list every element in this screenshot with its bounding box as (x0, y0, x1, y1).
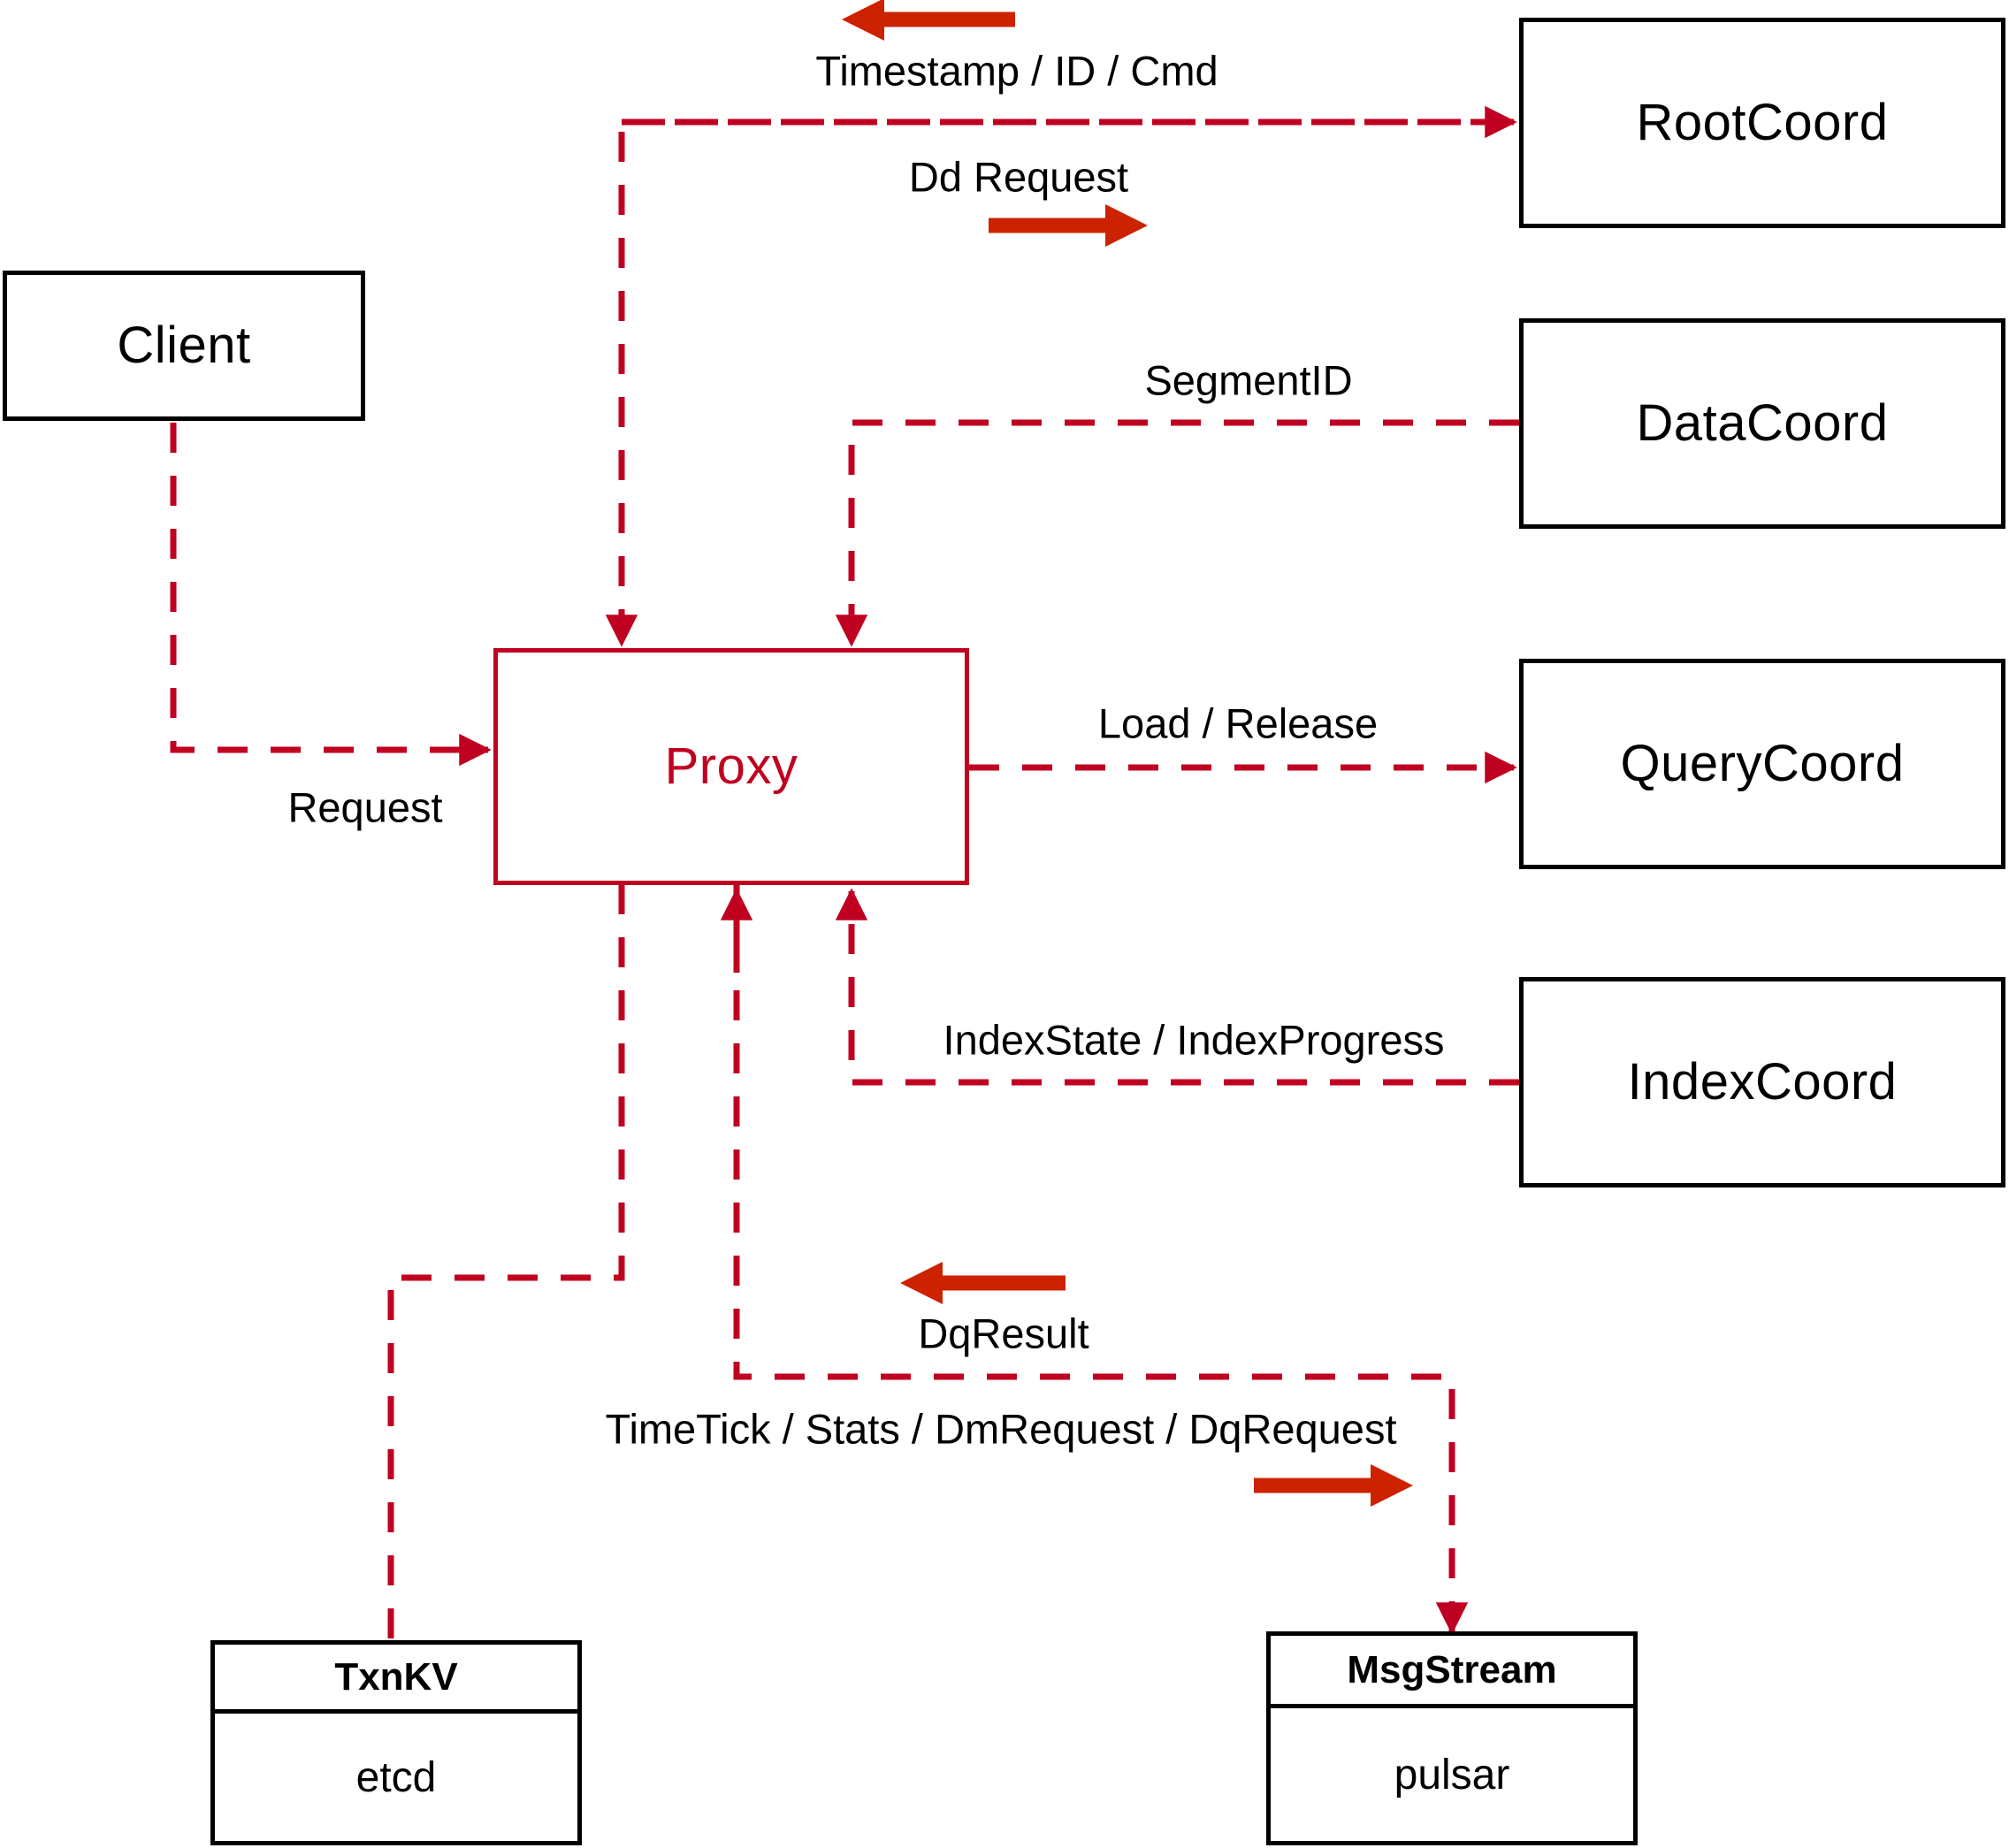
solid-arrow-dqrequest-right (1254, 1464, 1413, 1507)
node-indexcoord[interactable]: IndexCoord (1519, 977, 2005, 1187)
edge-client-to-proxy (170, 423, 492, 767)
edge-label-request: Request (287, 783, 443, 831)
node-proxy-label: Proxy (664, 737, 798, 795)
edge-label-timetick-stats-dmrequest-dqrequest: TimeTick / Stats / DmRequest / DqRequest (605, 1405, 1397, 1453)
node-indexcoord-label: IndexCoord (1627, 1053, 1898, 1111)
solid-arrow-timestamp-left (842, 0, 1015, 41)
edge-proxy-to-txnkv (387, 884, 625, 1640)
node-datacoord[interactable]: DataCoord (1519, 318, 2005, 529)
node-client-label: Client (117, 317, 251, 374)
edge-proxy-to-rootcoord (605, 105, 1517, 647)
edge-label-dd-request: Dd Request (908, 153, 1129, 201)
edge-label-load-release: Load / Release (1097, 699, 1379, 747)
edge-label-timestamp-id-cmd: Timestamp / ID / Cmd (815, 47, 1218, 95)
node-rootcoord[interactable]: RootCoord (1519, 18, 2005, 228)
edge-proxy-to-msgstream (720, 884, 1469, 1635)
solid-arrow-dqresult-left (900, 1262, 1066, 1304)
store-msgstream-header: MsgStream (1271, 1636, 1633, 1708)
store-msgstream[interactable]: MsgStream pulsar (1266, 1631, 1638, 1845)
edge-label-dq-result: DqResult (918, 1310, 1089, 1357)
edge-indexcoord-to-proxy (835, 888, 1519, 1086)
node-querycoord-label: QueryCoord (1620, 735, 1905, 792)
store-txnkv-title: TxnKV (334, 1654, 458, 1699)
solid-arrow-dd-request-right (989, 204, 1148, 247)
store-msgstream-body: pulsar (1271, 1708, 1633, 1841)
node-querycoord[interactable]: QueryCoord (1519, 659, 2005, 869)
store-txnkv-value: etcd (355, 1753, 437, 1801)
node-proxy[interactable]: Proxy (493, 648, 969, 885)
node-client[interactable]: Client (3, 271, 365, 421)
node-rootcoord-label: RootCoord (1636, 94, 1889, 151)
node-datacoord-label: DataCoord (1636, 394, 1889, 452)
edge-datacoord-to-proxy (835, 419, 1519, 647)
store-txnkv-header: TxnKV (215, 1645, 577, 1714)
edge-label-index-state-progress: IndexState / IndexProgress (943, 1016, 1445, 1064)
store-msgstream-value: pulsar (1394, 1751, 1510, 1798)
store-txnkv-body: etcd (215, 1714, 577, 1841)
store-txnkv[interactable]: TxnKV etcd (210, 1640, 582, 1845)
store-msgstream-title: MsgStream (1347, 1647, 1557, 1691)
edge-label-segment-id: SegmentID (1144, 356, 1353, 404)
